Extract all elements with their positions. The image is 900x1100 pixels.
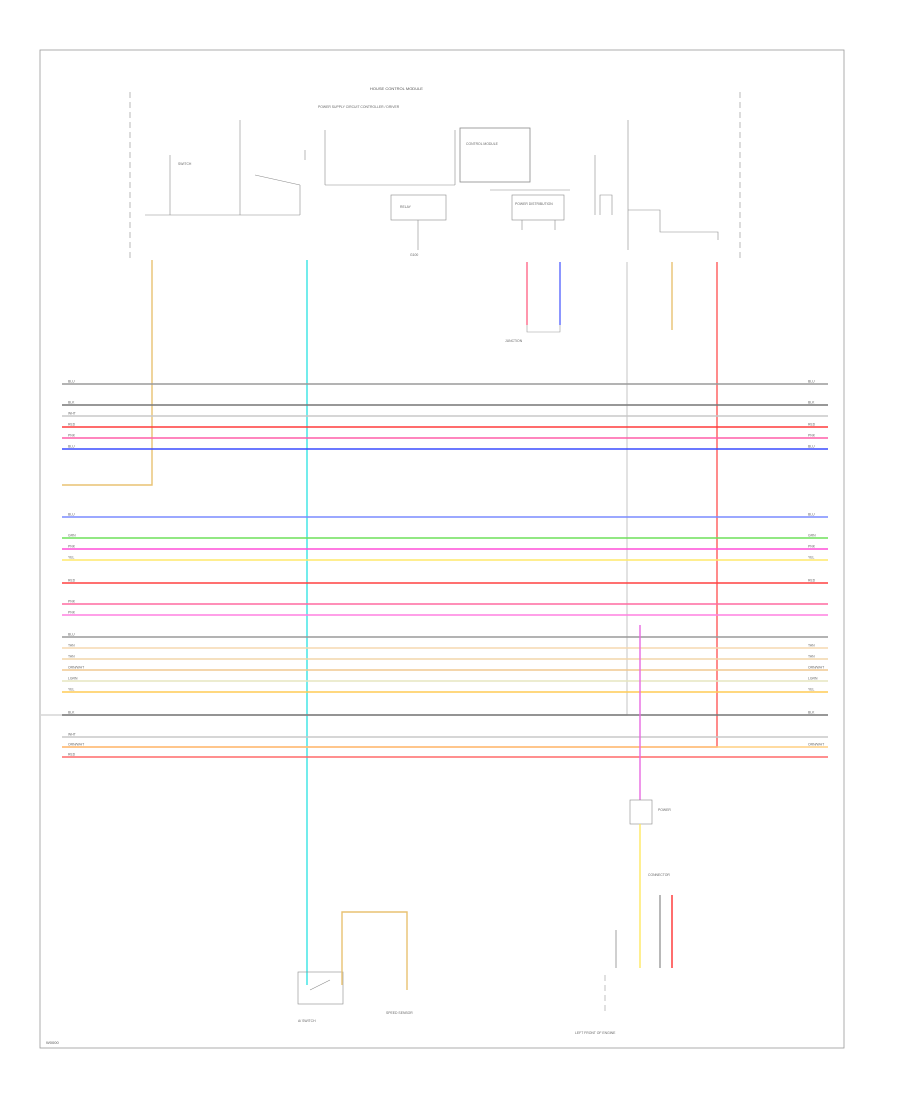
power-component [629,799,653,825]
component-right-label: CONNECTOR [648,873,670,877]
bus-wire-left-label: ORN/WHT [68,743,84,747]
bus-wire-left-label: BLK [68,401,75,405]
bus-wire-left-label: WHT [68,412,76,416]
control-module-box [459,127,531,183]
bus-wire-left-label: GRN [68,534,76,538]
bus-wire-left-label: YEL [68,688,75,692]
bottom-yel-loop [341,911,408,990]
bus-wire-left-label: RED [68,579,76,583]
left-switch-block [145,120,306,216]
bottom-right-label: LEFT FRONT OF ENGINE [575,1031,616,1035]
top-module-label: HOUSE CONTROL MODULE [370,86,423,91]
bus-wire-right-label: TAN [808,655,815,659]
bus-wire-left-label: RED [68,753,76,757]
bus-wire-right-label: YEL [808,556,815,560]
bus-wire-left-label: BLK [68,711,75,715]
bus-wire-right-label: PNK [808,434,816,438]
bus-wire-right-label: BLK [808,401,815,405]
bottom-left-label: A/ SWITCH [298,1019,316,1023]
bus-wire-right-label: BLK [808,711,815,715]
right-connector [615,895,673,968]
bus-wires: BLU BLU BLK BLK WHT RED RED PNK PNK BLU BLU BLU BLU G… [62,380,828,758]
bus-wire-left-label: LGRN [68,677,78,681]
bus-wire-right-label: GRN [808,534,816,538]
control-box-label: CONTROL MODULE [466,142,499,146]
bottom-left-switch [297,971,344,1005]
lower-right-label: POWER [658,808,671,812]
house-control-module [129,92,741,258]
vertical-wires-top [40,260,718,985]
vertical-wire-wht [40,262,628,716]
bus-wire-left-label: PNK [68,600,76,604]
bus-wire-right-label: LGRN [808,677,818,681]
right-module-internals [594,120,719,250]
bus-wire-right-label: RED [808,423,816,427]
bus-wire-right-label: BLU [808,380,815,384]
module-inner-label: POWER SUPPLY CIRCUIT CONTROLLER / DRIVER [318,105,400,109]
bus-wire-left-label: RED [68,423,76,427]
bus-wire-right-label: PNK [808,545,816,549]
bus-wire-left-label: PNK [68,545,76,549]
bus-wire-left-label: BLU [68,445,75,449]
bus-wire-right-label: ORN/WHT [808,743,824,747]
bus-wire-left-label: BLU [68,633,75,637]
left-switch-label: SWITCH [178,162,192,166]
bottom-mid-label: SPEED SENSOR [386,1011,413,1015]
vertical-wire-yel [62,260,153,486]
bus-wire-left-label: PNK [68,611,76,615]
bus-wire-left-label: BLU [68,380,75,384]
power-distribution-box [490,189,570,230]
diagram-frame [39,49,845,1049]
bus-wire-right-label: BLU [808,513,815,517]
power-supply-controller-box [324,130,456,250]
corner-code: W0000 [46,1040,59,1045]
bus-wire-left-label: TAN [68,644,75,648]
ground-label: G100 [410,253,418,257]
bus-wire-right-label: TAN [808,644,815,648]
bus-wire-right-label: RED [808,579,816,583]
bus-wire-left-label: TAN [68,655,75,659]
bus-wire-right-label: ORN/WHT [808,666,824,670]
bus-wire-left-label: ORN/WHT [68,666,84,670]
bus-wire-right-label: BLU [808,445,815,449]
right-hub-label: JUNCTION [505,339,523,343]
bus-wire-left-label: YEL [68,556,75,560]
bus-wire-left-label: PNK [68,434,76,438]
sub-box-label: RELAY [400,205,412,209]
bus-wire-left-label: BLU [68,513,75,517]
bus-wire-right-label: YEL [808,688,815,692]
vertical-wire-red [62,262,718,748]
right-box-label: POWER DISTRIBUTION [515,202,553,206]
bus-wire-left-label: WHT [68,733,76,737]
